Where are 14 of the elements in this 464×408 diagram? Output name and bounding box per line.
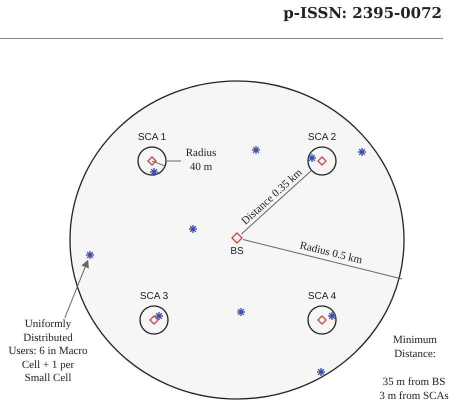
- connector-line: [240, 170, 312, 234]
- cell-label: SCA 2: [306, 132, 338, 144]
- radius-label: Radius 40 m: [184, 147, 218, 174]
- cell-label: SCA 4: [306, 291, 338, 303]
- connector-line: [166, 160, 182, 162]
- cell-label: SCA 1: [136, 132, 168, 144]
- note-text: 35 m from BS: [382, 376, 446, 389]
- users-note: Uniformly Distributed Users: 6 in Macro Cell + 1 per Small Cell: [8, 318, 88, 386]
- cell-label: SCA 3: [138, 291, 170, 303]
- station-label: BS: [229, 246, 245, 258]
- note-text: 3 m from SCAs: [378, 390, 450, 403]
- note-text: Minimum Distance:: [392, 334, 438, 361]
- header-text: p-ISSN: 2395-0072: [283, 4, 442, 22]
- arrow: [64, 260, 89, 318]
